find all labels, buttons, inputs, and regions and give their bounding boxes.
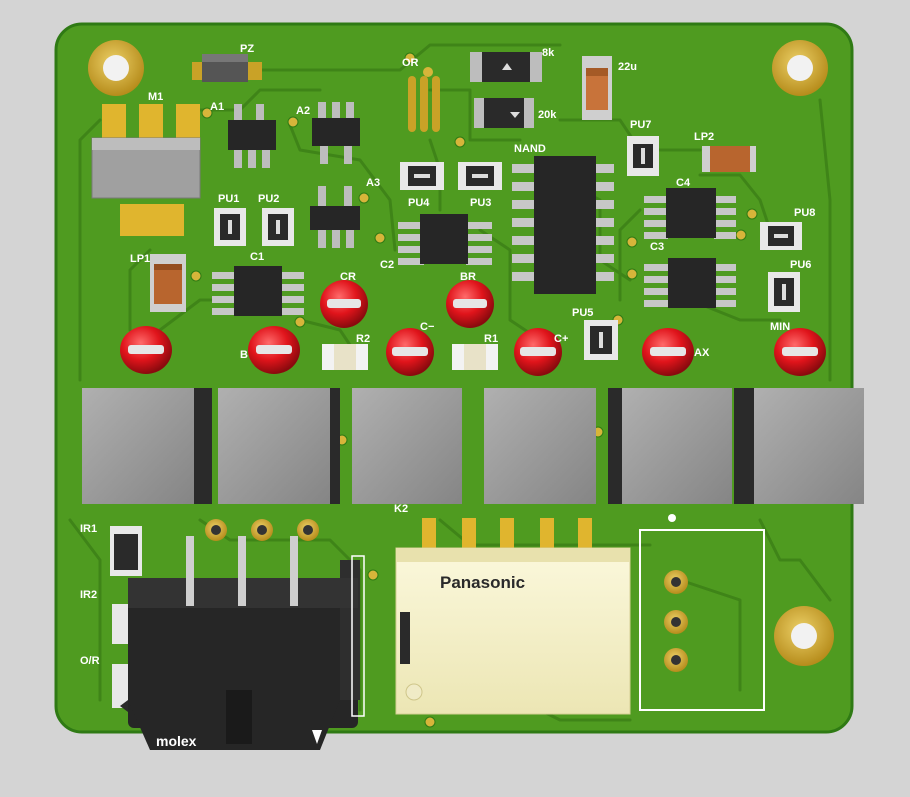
- pu2-resistor: [262, 208, 294, 246]
- label-b: B: [240, 349, 248, 361]
- a2-transistor: [312, 102, 360, 164]
- m1-component: [91, 104, 201, 236]
- terminal-blocks: [82, 388, 864, 504]
- led-min: [774, 328, 826, 376]
- led-br: [446, 280, 494, 328]
- pu3-resistor: [458, 162, 502, 190]
- pu7-resistor: [627, 136, 659, 176]
- led-cr: [320, 280, 368, 328]
- label-pu6: PU6: [790, 259, 811, 271]
- label-or-low: O/R: [80, 655, 100, 667]
- c3-ic: [644, 258, 736, 308]
- label-22u: 22u: [618, 61, 637, 73]
- label-a3: A3: [366, 177, 380, 189]
- label-c-plus: C+: [554, 333, 568, 345]
- label-pu1: PU1: [218, 193, 239, 205]
- resistor-20k: [474, 98, 534, 128]
- connector-brand-text: molex: [156, 733, 197, 749]
- label-20k: 20k: [538, 109, 557, 121]
- label-c2: C2: [380, 259, 394, 271]
- label-ir2: IR2: [80, 589, 97, 601]
- header-pin-pads: [205, 519, 319, 541]
- label-ax: AX: [694, 347, 710, 359]
- mounting-hole-top-right: [772, 40, 828, 96]
- c1-ic: [212, 266, 304, 316]
- label-nand: NAND: [514, 143, 546, 155]
- label-c3: C3: [650, 241, 664, 253]
- pu4-resistor: [400, 162, 444, 190]
- r1-resistor: [452, 344, 498, 370]
- mounting-hole-bottom-right: [774, 606, 834, 666]
- label-ir1: IR1: [80, 523, 97, 535]
- label-pu3: PU3: [470, 197, 491, 209]
- pu5-resistor: [584, 320, 618, 360]
- led-c-minus: [386, 328, 434, 376]
- label-min: MIN: [770, 321, 790, 333]
- label-8k: 8k: [542, 47, 555, 59]
- or-gate-footprint: [408, 67, 440, 132]
- potentiometer-footprint: [639, 514, 765, 711]
- lp2-capacitor: [702, 146, 756, 172]
- label-pz: PZ: [240, 43, 254, 55]
- mounting-hole-top-left: [88, 40, 144, 96]
- label-cr: CR: [340, 271, 356, 283]
- label-pu5: PU5: [572, 307, 593, 319]
- silkscreen-labels: PZ M1 A1 A2 A3 OR 8k 20k 22u NAND PU7 LP…: [80, 43, 815, 667]
- r2-resistor: [322, 344, 368, 370]
- label-m1: M1: [148, 91, 163, 103]
- label-pu2: PU2: [258, 193, 279, 205]
- nand-ic: [512, 156, 614, 294]
- relay-brand-text: Panasonic: [440, 573, 525, 592]
- label-c1: C1: [250, 251, 264, 263]
- ir1-sensor: [110, 526, 142, 576]
- c2-ic: [398, 214, 492, 265]
- molex-outline: [351, 555, 365, 717]
- led-b: [248, 326, 300, 374]
- c4-ic: [644, 188, 736, 239]
- pu6-resistor: [768, 272, 800, 312]
- lp1-capacitor: [150, 254, 186, 312]
- label-pu7: PU7: [630, 119, 651, 131]
- relay-k2: [395, 518, 631, 715]
- led-ax: [642, 328, 694, 376]
- label-c4: C4: [676, 177, 691, 189]
- molex-connector: [128, 536, 360, 750]
- label-c-minus: C−: [420, 321, 434, 333]
- led-left: [120, 326, 172, 374]
- resistor-8k: [470, 52, 542, 82]
- label-r2: R2: [356, 333, 370, 345]
- a1-transistor: [228, 104, 276, 168]
- label-pu8: PU8: [794, 207, 815, 219]
- label-k2: K2: [394, 503, 408, 515]
- a3-transistor: [310, 186, 360, 248]
- vias: [190, 52, 758, 728]
- capacitor-22u: [582, 56, 612, 120]
- pu1-resistor: [214, 208, 246, 246]
- label-a1: A1: [210, 101, 224, 113]
- label-lp2: LP2: [694, 131, 714, 143]
- label-a2: A2: [296, 105, 310, 117]
- label-or: OR: [402, 57, 419, 69]
- pu8-resistor: [760, 222, 802, 250]
- label-lp1: LP1: [130, 253, 150, 265]
- pz-buzzer-component: [192, 54, 262, 82]
- label-br: BR: [460, 271, 476, 283]
- label-r1: R1: [484, 333, 498, 345]
- led-c-plus: [514, 328, 562, 376]
- label-pu4: PU4: [408, 197, 430, 209]
